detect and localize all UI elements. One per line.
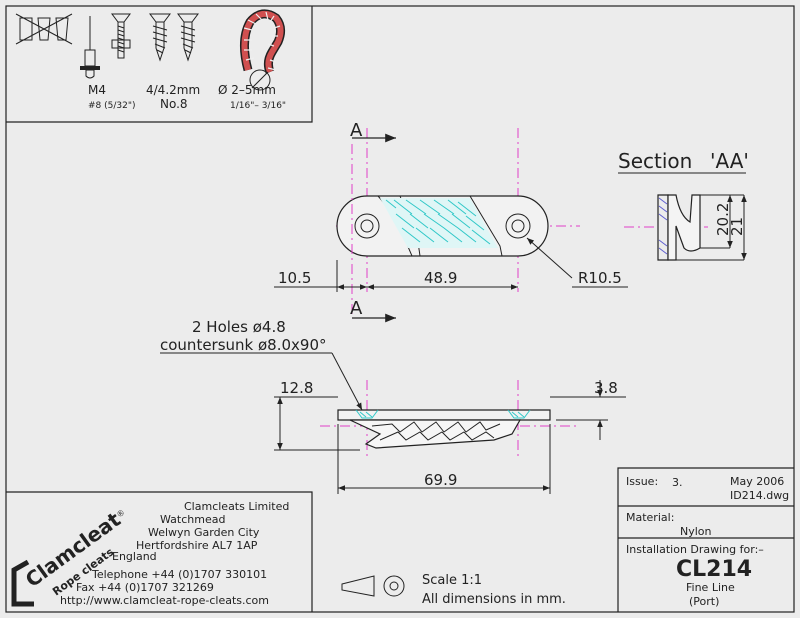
rope-icon <box>240 9 286 91</box>
material-label: Material: <box>626 511 674 524</box>
dim-centers-label: 48.9 <box>424 269 457 287</box>
side-view <box>320 380 578 458</box>
company-box <box>6 491 313 612</box>
wood-screw-number-label: No.8 <box>160 97 188 111</box>
install-label: Installation Drawing for:– <box>626 543 764 556</box>
logo-registered-mark: ® <box>115 508 127 520</box>
line-type: Fine Line <box>686 581 735 594</box>
dim-radius-label: R10.5 <box>578 269 622 287</box>
company-address-2: Welwyn Garden City <box>148 526 260 539</box>
dim-base-label: 3.8 <box>594 379 618 397</box>
projection-symbol-icon <box>341 575 405 597</box>
issue-date: May 2006 <box>730 475 784 488</box>
company-url: http://www.clamcleat-rope-cleats.com <box>60 594 269 607</box>
company-address-4: England <box>112 550 157 563</box>
screw-size-label: M4 <box>88 83 106 97</box>
plan-view <box>336 128 580 292</box>
side-dimensions <box>274 380 626 494</box>
section-title: Section <box>618 149 692 173</box>
screw-imperial-label: #8 (5/32") <box>88 101 136 111</box>
dim-height-label: 12.8 <box>280 379 313 397</box>
section-mark: 'AA' <box>710 149 749 173</box>
material-value: Nylon <box>680 525 712 538</box>
company-fax: Fax +44 (0)1707 321269 <box>76 581 214 594</box>
machine-screw-icon <box>111 13 131 59</box>
scale-text: Scale 1:1 <box>422 573 482 588</box>
dim-length-label: 69.9 <box>424 471 457 489</box>
cut-label-bottom: A <box>350 298 363 319</box>
company-address-1: Watchmead <box>160 513 225 526</box>
holes-note-leader <box>331 352 363 411</box>
clamcleat-logo <box>11 559 34 607</box>
fixings-box <box>6 6 313 123</box>
plan-dimensions <box>274 237 628 292</box>
section-dim-inner: 20.2 <box>714 203 732 236</box>
sheet-border <box>5 5 795 613</box>
company-name: Clamcleats Limited <box>184 500 289 513</box>
rope-imperial-label: 1/16"– 3/16" <box>230 101 286 111</box>
section-view <box>624 194 747 261</box>
part-number: CL214 <box>676 557 752 582</box>
cleat-side: (Port) <box>689 595 719 608</box>
crossed-fixing-icon <box>15 13 73 45</box>
cut-label-top: A <box>350 120 363 141</box>
title-block-border <box>617 467 794 612</box>
wood-screw-icons <box>149 13 199 62</box>
wood-screw-size-label: 4/4.2mm <box>146 83 200 97</box>
issue-value: 3. <box>672 476 683 489</box>
holes-note-line2: countersunk ø8.0x90° <box>160 336 327 354</box>
rope-size-label: Ø 2–5mm <box>218 83 276 97</box>
company-telephone: Telephone +44 (0)1707 330101 <box>91 568 267 581</box>
section-dim-outer: 21 <box>728 217 746 236</box>
drawing-file: ID214.dwg <box>730 489 789 502</box>
units-text: All dimensions in mm. <box>422 592 566 607</box>
company-address-3: Hertfordshire AL7 1AP <box>136 539 258 552</box>
issue-label: Issue: <box>626 475 658 488</box>
holes-note-line1: 2 Holes ø4.8 <box>192 318 286 336</box>
rivet-icon <box>80 16 100 79</box>
dim-left-label: 10.5 <box>278 269 311 287</box>
